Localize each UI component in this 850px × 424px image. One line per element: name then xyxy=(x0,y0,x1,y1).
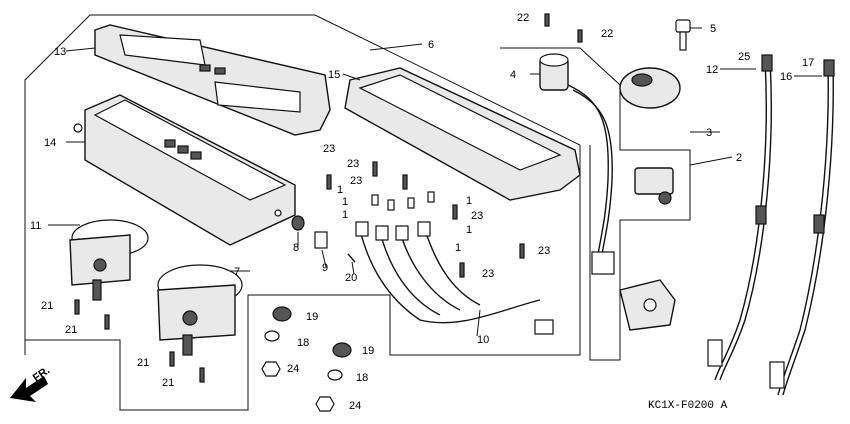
meter-case xyxy=(73,94,296,246)
callout-17: 17 xyxy=(802,57,814,69)
wire-harness xyxy=(355,221,554,335)
tachometer xyxy=(157,264,243,356)
callout-6: 6 xyxy=(428,39,434,51)
callout-3: 3 xyxy=(706,127,712,139)
callout-1-f: 1 xyxy=(455,242,461,254)
callout-23-f: 23 xyxy=(482,268,494,280)
callout-16: 16 xyxy=(780,71,792,83)
holder xyxy=(619,167,676,331)
diagram-code: KC1X-F0200 A xyxy=(648,400,728,412)
callout-22-a: 22 xyxy=(517,12,529,24)
callout-23-b: 23 xyxy=(347,158,359,170)
callout-15: 15 xyxy=(328,69,340,81)
callout-23-c: 23 xyxy=(350,175,362,187)
callout-18-a: 18 xyxy=(297,337,309,349)
callout-9: 9 xyxy=(322,262,328,274)
callout-21-d: 21 xyxy=(162,377,174,389)
callout-1-b: 1 xyxy=(342,196,348,208)
callout-19-b: 19 xyxy=(362,345,374,357)
callout-21-a: 21 xyxy=(41,300,53,312)
callout-1-d: 1 xyxy=(466,195,472,207)
callout-23-d: 23 xyxy=(471,210,483,222)
callout-24-a: 24 xyxy=(287,363,299,375)
callout-18-b: 18 xyxy=(356,372,368,384)
callout-23-a: 23 xyxy=(323,143,335,155)
callout-13: 13 xyxy=(54,46,66,58)
callout-4: 4 xyxy=(510,69,516,81)
ignition-switch xyxy=(539,19,691,275)
callout-14: 14 xyxy=(44,137,56,149)
callout-19-a: 19 xyxy=(306,311,318,323)
direction-label: FR. xyxy=(31,364,52,384)
callout-20: 20 xyxy=(345,272,357,284)
callout-12: 12 xyxy=(706,64,718,76)
callout-1-a: 1 xyxy=(337,184,343,196)
meter-cables xyxy=(707,54,835,396)
callout-21-b: 21 xyxy=(65,324,77,336)
callout-23-e: 23 xyxy=(538,245,550,257)
callout-21-c: 21 xyxy=(137,357,149,369)
front-direction-arrow xyxy=(10,376,48,402)
group-outline-boxes xyxy=(24,14,691,411)
small-parts xyxy=(74,13,583,412)
callout-1-e: 1 xyxy=(466,224,472,236)
callout-8: 8 xyxy=(293,242,299,254)
callout-25: 25 xyxy=(738,51,750,63)
callout-7: 7 xyxy=(234,266,240,278)
callout-24-b: 24 xyxy=(349,400,361,412)
callout-labels: 13 14 11 7 6 15 4 5 22 22 3 2 12 25 16 1… xyxy=(30,12,814,412)
callout-1-c: 1 xyxy=(342,209,348,221)
callout-2: 2 xyxy=(736,152,742,164)
callout-5: 5 xyxy=(710,23,716,35)
speedometer xyxy=(69,219,149,301)
leader-lines xyxy=(48,27,822,337)
indicator-case xyxy=(344,67,581,201)
callout-10: 10 xyxy=(477,334,489,346)
callout-22-b: 22 xyxy=(601,28,613,40)
callout-11: 11 xyxy=(30,220,41,232)
meter-cover xyxy=(94,24,331,136)
